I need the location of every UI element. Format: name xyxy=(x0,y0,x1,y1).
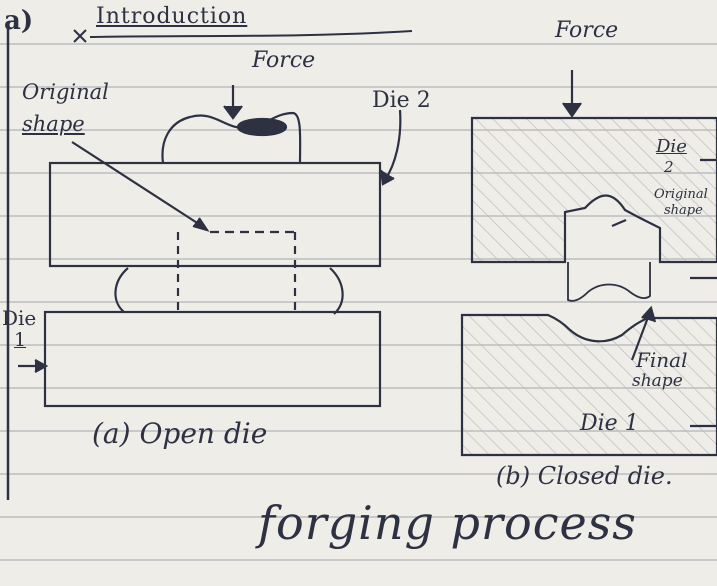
closed-force-label: Force xyxy=(555,20,618,42)
open-die1-number: 1 xyxy=(14,331,26,350)
heading-underline xyxy=(90,31,412,37)
open-die2-label: Die 2 xyxy=(372,90,431,112)
die2-arrow xyxy=(385,110,400,180)
upper-die-block xyxy=(50,163,380,266)
closed-shape-label: shape xyxy=(664,204,703,217)
open-force-label: Force xyxy=(252,50,315,72)
open-original-label: Original xyxy=(22,82,109,103)
open-die1-label: Die xyxy=(2,308,36,328)
closed-die2-number: 2 xyxy=(664,160,674,175)
open-shape-label: shape xyxy=(22,114,85,135)
closed-die1-label: Die 1 xyxy=(580,413,639,435)
force-contact-mark xyxy=(238,119,286,135)
question-marker: a) xyxy=(4,8,33,34)
cross-mark xyxy=(74,30,86,42)
page-title: forging process xyxy=(258,500,637,546)
bulge-right xyxy=(330,268,343,314)
heading: Introduction xyxy=(96,6,247,28)
closed-final-shape-label: shape xyxy=(632,373,683,390)
bulge-left xyxy=(115,268,128,312)
closed-original-label: Original xyxy=(654,188,708,201)
closed-die2-label: Die xyxy=(656,138,687,156)
closed-workpiece xyxy=(568,262,650,301)
lower-die-block xyxy=(45,312,380,406)
open-die-caption: (a) Open die xyxy=(92,420,267,448)
closed-die-diagram xyxy=(462,70,717,455)
closed-final-label: Final xyxy=(636,350,687,370)
closed-original-arrow xyxy=(612,220,626,226)
closed-die-caption: (b) Closed die. xyxy=(496,464,673,488)
